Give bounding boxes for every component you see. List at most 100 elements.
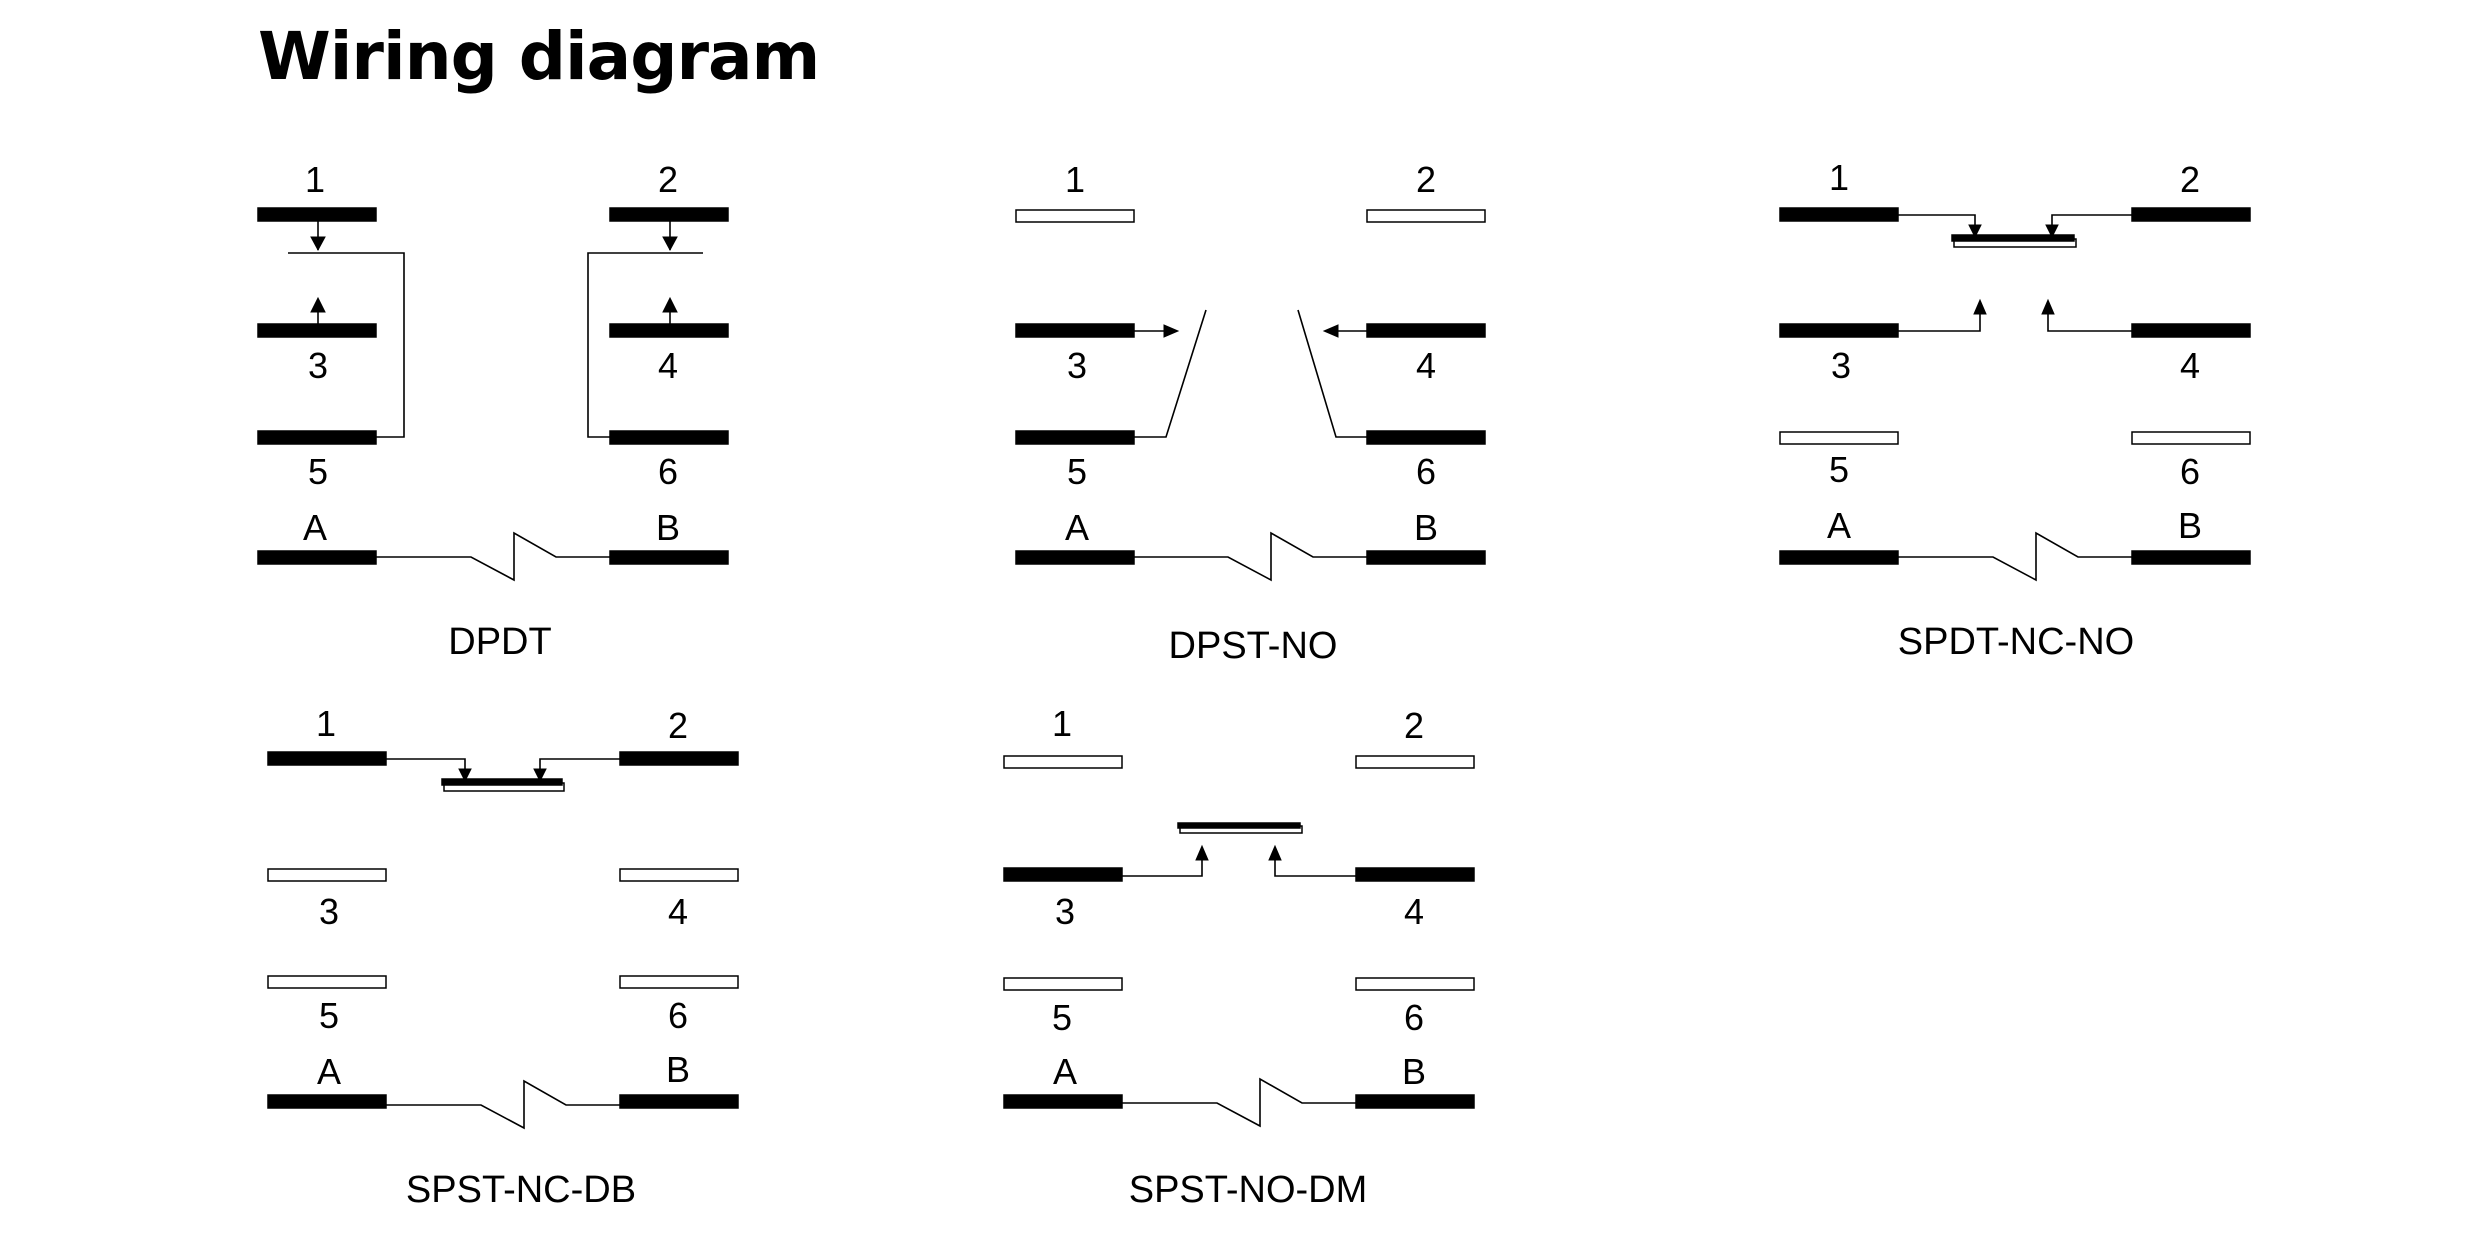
diagram-caption-dpst-no: DPST-NO bbox=[1169, 625, 1338, 667]
terminal-5 bbox=[1015, 430, 1135, 445]
terminal-label-3: 3 bbox=[1831, 345, 1851, 386]
contact-bar bbox=[1177, 822, 1301, 829]
terminal-label-a: A bbox=[303, 507, 327, 548]
terminal-6 bbox=[1355, 977, 1475, 991]
terminal-2 bbox=[1366, 209, 1486, 223]
terminal-label-2: 2 bbox=[658, 159, 678, 200]
terminal-label-3: 3 bbox=[1067, 345, 1087, 386]
terminal-label-2: 2 bbox=[1416, 159, 1436, 200]
terminal-5 bbox=[1003, 977, 1123, 991]
terminal-6 bbox=[609, 430, 729, 445]
terminal-label-3: 3 bbox=[319, 891, 339, 932]
diagram-dpst-no: 1 2 3 4 5 6 A B DPST-NO bbox=[1015, 159, 1486, 667]
terminal-label-1: 1 bbox=[1065, 159, 1085, 200]
terminal-label-6: 6 bbox=[668, 995, 688, 1036]
terminal-2 bbox=[609, 207, 729, 222]
terminal-1 bbox=[267, 751, 387, 766]
terminal-b bbox=[1355, 1094, 1475, 1109]
terminal-3 bbox=[1015, 323, 1135, 338]
terminal-a bbox=[1779, 550, 1899, 565]
terminal-4 bbox=[1355, 867, 1475, 882]
wire-switch-left bbox=[1134, 309, 1207, 438]
arrow-down-2 bbox=[2045, 224, 2059, 239]
diagram-caption-spdt-nc-no: SPDT-NC-NO bbox=[1898, 621, 2134, 663]
arrow-down-2 bbox=[662, 236, 678, 252]
terminal-label-1: 1 bbox=[305, 159, 325, 200]
terminal-a bbox=[267, 1094, 387, 1109]
wire-4-contact bbox=[1274, 849, 1356, 877]
terminal-6 bbox=[1366, 430, 1486, 445]
wire-switch-right bbox=[1297, 309, 1367, 438]
diagram-spdt-nc-no: 1 2 3 4 5 6 A B SPDT-NC-NO bbox=[1779, 157, 2251, 663]
wire-2-contact bbox=[2051, 214, 2132, 234]
terminal-1 bbox=[257, 207, 377, 222]
arrow-down-2 bbox=[533, 768, 547, 783]
terminal-label-4: 4 bbox=[1404, 891, 1424, 932]
wire-1-contact bbox=[386, 758, 466, 778]
terminal-2 bbox=[2131, 207, 2251, 222]
terminal-label-6: 6 bbox=[658, 451, 678, 492]
terminal-label-3: 3 bbox=[308, 345, 328, 386]
wire-switch-right bbox=[587, 252, 703, 438]
terminal-6 bbox=[619, 975, 739, 989]
terminal-5 bbox=[1779, 431, 1899, 445]
terminal-1 bbox=[1779, 207, 1899, 222]
terminal-label-5: 5 bbox=[319, 995, 339, 1036]
terminal-label-2: 2 bbox=[668, 705, 688, 746]
arrow-right-3 bbox=[1163, 324, 1180, 338]
wire-coil-a-b bbox=[1134, 531, 1367, 582]
terminal-label-b: B bbox=[666, 1049, 690, 1090]
wire-4-contact bbox=[2047, 303, 2132, 332]
terminal-label-5: 5 bbox=[1829, 449, 1849, 490]
diagram-caption-dpdt: DPDT bbox=[448, 621, 551, 663]
terminal-label-b: B bbox=[1402, 1051, 1426, 1092]
terminal-label-b: B bbox=[656, 507, 680, 548]
terminal-3 bbox=[1779, 323, 1899, 338]
terminal-4 bbox=[1366, 323, 1486, 338]
terminal-label-5: 5 bbox=[1052, 997, 1072, 1038]
wire-coil-a-b bbox=[376, 531, 610, 582]
terminal-label-1: 1 bbox=[1829, 157, 1849, 198]
wire-coil-a-b bbox=[386, 1079, 620, 1130]
wire-1-contact bbox=[1898, 214, 1976, 234]
terminal-a bbox=[1003, 1094, 1123, 1109]
terminal-label-2: 2 bbox=[1404, 705, 1424, 746]
terminal-3 bbox=[257, 323, 377, 338]
terminal-label-4: 4 bbox=[668, 891, 688, 932]
terminal-1 bbox=[1003, 755, 1123, 769]
terminal-a bbox=[257, 550, 377, 565]
wire-coil-a-b bbox=[1898, 531, 2132, 582]
arrow-down-1 bbox=[310, 236, 326, 252]
terminal-3 bbox=[267, 868, 387, 882]
diagram-caption-spst-no-dm: SPST-NO-DM bbox=[1129, 1169, 1368, 1211]
terminal-label-1: 1 bbox=[316, 703, 336, 744]
arrow-up-3 bbox=[310, 296, 326, 313]
arrow-up-4 bbox=[662, 296, 678, 313]
arrow-up-3 bbox=[1973, 298, 1987, 315]
terminal-label-4: 4 bbox=[2180, 345, 2200, 386]
terminal-2 bbox=[619, 751, 739, 766]
wire-coil-a-b bbox=[1122, 1077, 1356, 1128]
contact-bar bbox=[1951, 234, 2075, 242]
diagram-spst-nc-db: 1 2 3 4 5 6 A B SPST-NC-DB bbox=[267, 703, 739, 1211]
arrow-down-1 bbox=[1968, 224, 1982, 239]
terminal-b bbox=[619, 1094, 739, 1109]
terminal-label-5: 5 bbox=[308, 451, 328, 492]
terminal-label-6: 6 bbox=[2180, 451, 2200, 492]
terminal-label-6: 6 bbox=[1404, 997, 1424, 1038]
terminal-5 bbox=[267, 975, 387, 989]
terminal-4 bbox=[2131, 323, 2251, 338]
terminal-label-2: 2 bbox=[2180, 159, 2200, 200]
terminal-4 bbox=[609, 323, 729, 338]
terminal-3 bbox=[1003, 867, 1123, 882]
wire-3-contact bbox=[1122, 849, 1203, 877]
terminal-b bbox=[2131, 550, 2251, 565]
terminal-4 bbox=[619, 868, 739, 882]
terminal-label-4: 4 bbox=[1416, 345, 1436, 386]
diagram-dpdt: 1 2 3 4 5 6 A B DPDT bbox=[257, 159, 729, 663]
terminal-label-a: A bbox=[1053, 1051, 1077, 1092]
terminal-2 bbox=[1355, 755, 1475, 769]
terminal-label-3: 3 bbox=[1055, 891, 1075, 932]
arrow-up-3 bbox=[1195, 844, 1209, 861]
